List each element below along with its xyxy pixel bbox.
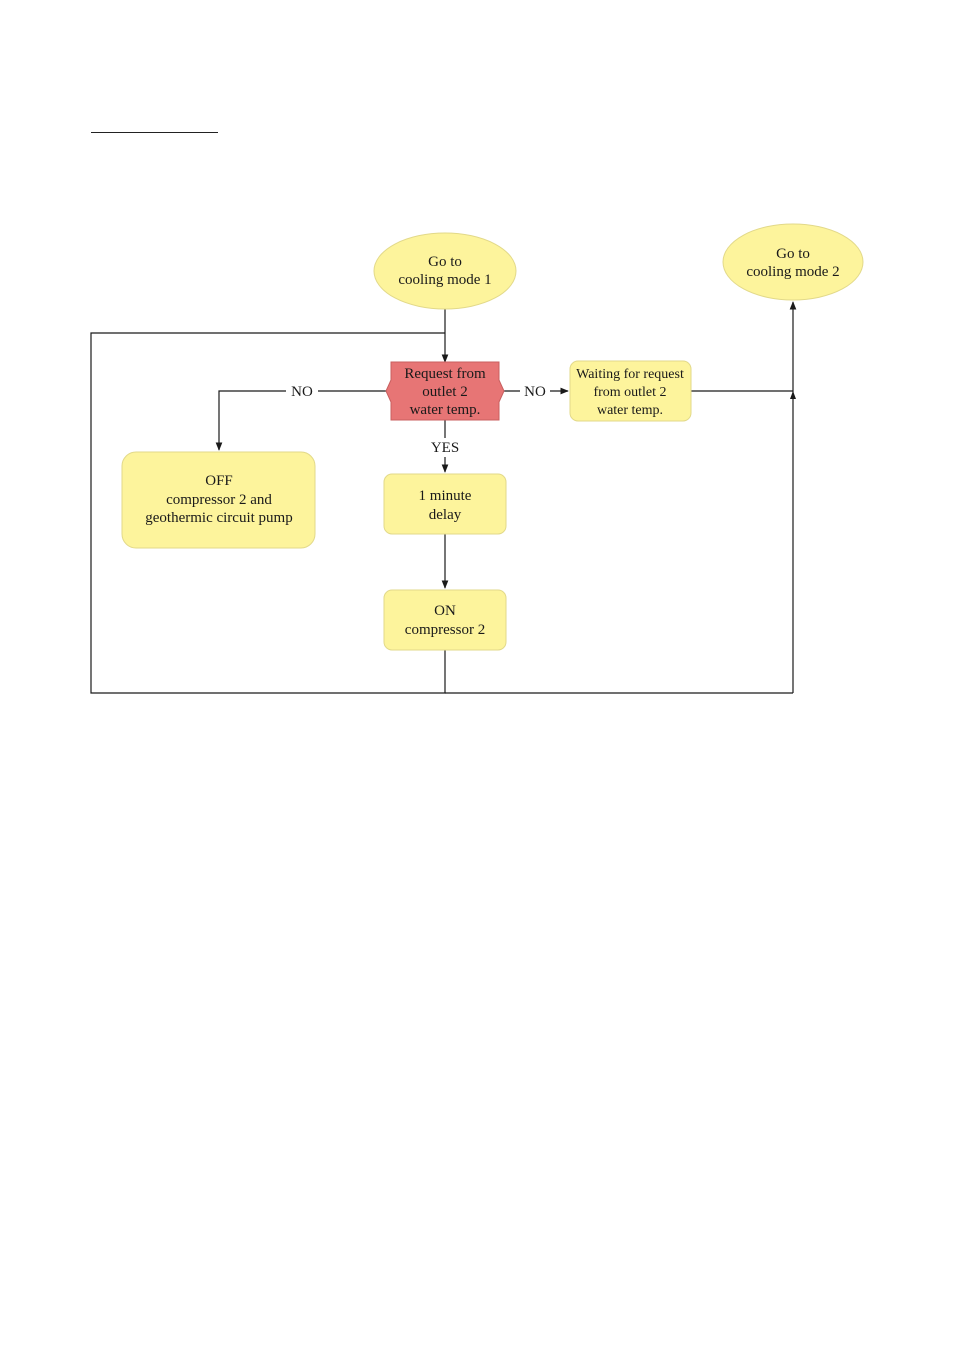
heading-underline xyxy=(91,132,218,133)
edge-label-yes: YES xyxy=(431,440,459,456)
off-line-3: geothermic circuit pump xyxy=(145,510,292,526)
on-line-2: compressor 2 xyxy=(405,622,485,638)
off-box xyxy=(121,451,316,549)
node-on: ON compressor 2 xyxy=(383,589,507,651)
waiting-box xyxy=(569,360,692,422)
decision-line-3: water temp. xyxy=(410,402,481,418)
node-decision: Request from outlet 2 water temp. xyxy=(385,361,505,421)
waiting-line-2: from outlet 2 xyxy=(593,385,666,400)
start-ellipse xyxy=(373,232,517,310)
node-off: OFF compressor 2 and geothermic circuit … xyxy=(121,451,316,549)
edge-no-left-b xyxy=(215,390,286,451)
node-waiting: Waiting for request from outlet 2 water … xyxy=(569,360,692,422)
waiting-line-3: water temp. xyxy=(597,403,663,418)
delay-line-2: delay xyxy=(429,507,462,523)
edge-label-no-left: NO xyxy=(291,384,313,400)
start-line-2: cooling mode 1 xyxy=(398,272,491,288)
off-line-2: compressor 2 and xyxy=(166,492,272,508)
node-delay: 1 minute delay xyxy=(383,473,507,535)
end-line-2: cooling mode 2 xyxy=(746,264,839,280)
on-box xyxy=(383,589,507,651)
delay-box xyxy=(383,473,507,535)
node-start: Go to cooling mode 1 xyxy=(373,232,517,310)
node-end: Go to cooling mode 2 xyxy=(722,223,864,301)
edge-loop-back xyxy=(90,332,446,694)
decision-shape xyxy=(385,361,505,421)
junction-arrow-icon xyxy=(790,391,796,399)
end-ellipse xyxy=(722,223,864,301)
decision-line-1: Request from xyxy=(404,366,486,382)
waiting-line-1: Waiting for request xyxy=(576,367,684,382)
end-line-1: Go to xyxy=(776,246,810,262)
delay-line-1: 1 minute xyxy=(419,488,472,504)
decision-line-2: outlet 2 xyxy=(422,384,467,400)
start-line-1: Go to xyxy=(428,254,462,270)
edge-label-no-right: NO xyxy=(524,384,546,400)
on-line-1: ON xyxy=(434,603,456,619)
connectors xyxy=(90,301,797,694)
off-line-1: OFF xyxy=(205,473,233,489)
